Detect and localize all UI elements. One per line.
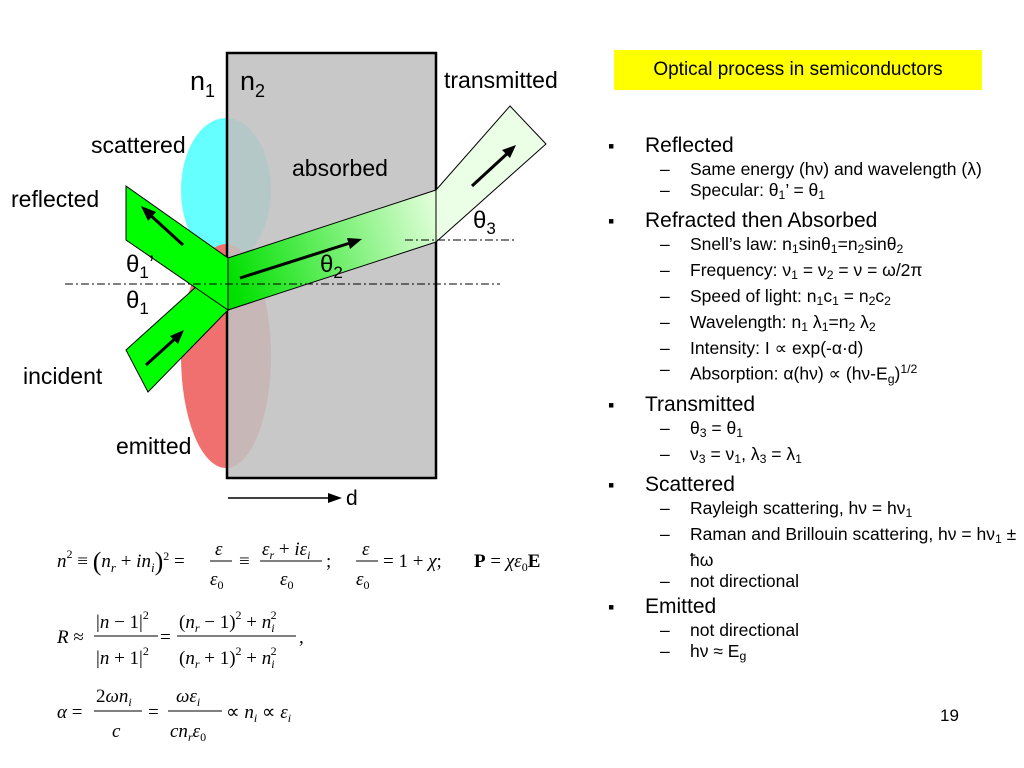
sub-bullet: hν ≈ Eg [645,641,1020,667]
svg-text:|n − 1|2: |n − 1|2 [96,608,149,633]
svg-text:ε: ε [362,539,370,560]
svg-text:2ωni: 2ωni [96,686,132,709]
optical-diagram: n1 n2 transmitted scattered absorbed ref… [11,51,558,744]
sub-bullet: Specular: θ1’ = θ1 [645,180,1020,206]
sub-bullet: θ3 = θ1 [645,418,1020,444]
bullet-label: Refracted then Absorbed [645,209,878,233]
transmitted-arrow [470,149,512,188]
theta1-label: θ1 [126,287,149,318]
sub-bullet: ν3 = ν1, λ3 = λ1 [645,444,1020,470]
emitted-label: emitted [116,433,191,459]
transmitted-label: transmitted [444,67,558,93]
sub-bullet: Rayleigh scattering, hν = hν1 [645,498,1020,524]
svg-text:ε0: ε0 [210,569,224,592]
sub-bullet: Absorption: α(hν) ∝ (hν-Eg)1/2 [645,359,1020,390]
bullet-reflected: Reflected Same energy (hν) and wavelengt… [600,133,1020,206]
equation-absorption: α = 2ωni c = ωεi cnrε0 ∝ ni ∝ εi [57,686,291,744]
refracted-arrow [239,241,351,280]
bullet-refracted: Refracted then Absorbed Snell’s law: n1s… [600,208,1020,390]
bullet-label: Emitted [645,595,717,619]
bullet-transmitted: Transmitted θ3 = θ1 ν3 = ν1, λ3 = λ1 [600,392,1020,470]
equations: n2 ≡ (nr + ini)2 = ε ε0 ≡ εr + iεi ε0 ; … [56,539,540,744]
scattered-label: scattered [91,132,186,158]
n1-label: n1 [190,66,215,101]
arrow-heads [141,145,516,344]
svg-text:ωεi: ωεi [176,686,200,709]
absorbed-label: absorbed [292,155,388,181]
bullet-scattered: Scattered Rayleigh scattering, hν = hν1 … [600,472,1020,592]
svg-text:= 1 + χ;: = 1 + χ; [383,551,442,572]
bullet-label: Transmitted [645,393,756,417]
svg-text:α =: α = [57,702,82,723]
svg-text:cnrε0: cnrε0 [170,721,206,744]
slide-title: Optical process in semiconductors [614,50,982,90]
svg-text:∝ ni ∝ εi: ∝ ni ∝ εi [226,702,291,725]
bullet-label: Scattered [645,473,735,497]
sub-bullet: Frequency: ν1 = ν2 = ν = ω/2π [645,260,1020,286]
n2-label: n2 [240,66,265,101]
theta3-label: θ3 [473,207,496,238]
sub-bullet: Wavelength: n1 λ1=n2 λ2 [645,312,1020,338]
svg-text:=: = [148,702,159,723]
svg-text:c: c [112,721,121,742]
svg-text:ε0: ε0 [356,569,370,592]
svg-text:n2 ≡ (nr + ini)2 =: n2 ≡ (nr + ini)2 = [57,547,185,576]
equation-reflectivity: R ≈ |n − 1|2 |n + 1|2 = (nr − 1)2 + ni2 … [56,608,304,671]
page-number: 19 [940,706,959,725]
thickness-label: d [346,487,358,510]
svg-text:ε: ε [215,539,223,560]
bullet-list: Reflected Same energy (hν) and wavelengt… [600,131,1020,667]
theta2-label: θ2 [320,251,343,282]
reflected-arrow [146,211,185,247]
svg-text:εr + iεi: εr + iεi [262,539,311,562]
sub-bullet: not directional [645,571,1020,592]
svg-text:;: ; [326,551,331,572]
sub-bullet: Intensity: I ∝ exp(-α·d) [645,338,1020,359]
svg-text:|n + 1|2: |n + 1|2 [96,644,149,669]
sub-bullet: Snell’s law: n1sinθ1=n2sinθ2 [645,234,1020,260]
svg-text:=: = [160,627,171,648]
incident-arrow [144,334,180,367]
svg-text:,: , [299,627,304,648]
thickness-arrow-head [328,493,342,503]
reflected-label: reflected [11,186,99,212]
sub-bullet: Same energy (hν) and wavelength (λ) [645,159,1020,180]
sub-bullet: Speed of light: n1c1 = n2c2 [645,286,1020,312]
theta1-prime-label: θ1’ [126,251,154,282]
bullet-emitted: Emitted not directional hν ≈ Eg [600,594,1020,667]
equation-refractive-index: n2 ≡ (nr + ini)2 = ε ε0 ≡ εr + iεi ε0 ; … [57,539,540,592]
svg-text:≡: ≡ [239,551,250,572]
svg-text:P = χε0E: P = χε0E [474,551,540,574]
svg-text:(nr + 1)2 + ni2: (nr + 1)2 + ni2 [179,644,277,671]
sub-bullet: Raman and Brillouin scattering, hν = hν1… [645,524,1020,571]
bullet-label: Reflected [645,134,734,157]
sub-bullet: not directional [645,620,1020,641]
direction-arrows [144,149,512,367]
svg-text:R ≈: R ≈ [56,627,84,648]
svg-text:ε0: ε0 [280,569,294,592]
incident-label: incident [23,363,103,389]
svg-text:(nr − 1)2 + ni2: (nr − 1)2 + ni2 [179,608,277,635]
